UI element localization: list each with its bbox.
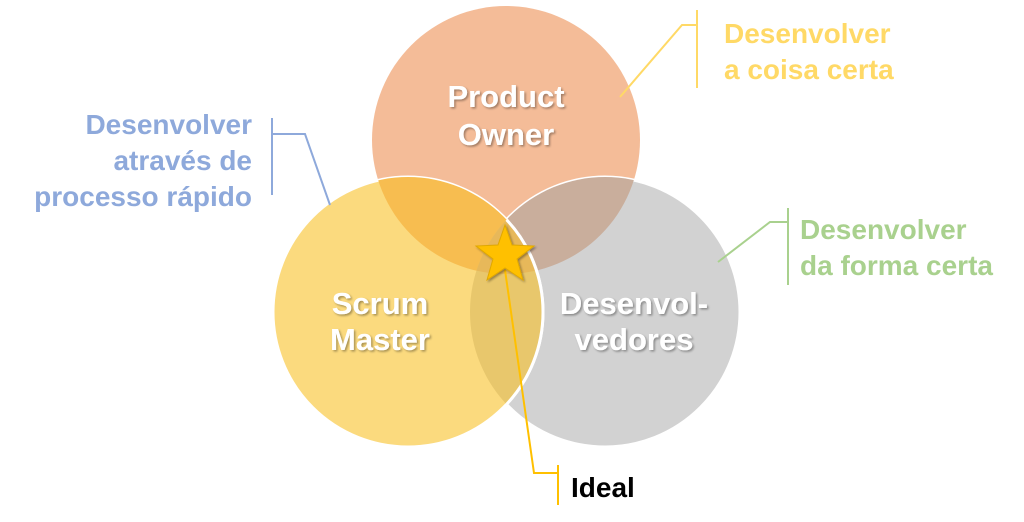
- sm-callout-bracket: [271, 118, 331, 206]
- ideal-callout: Ideal: [571, 472, 635, 503]
- sm-callout-line: Desenvolver: [85, 109, 252, 140]
- po-dev-overlap: [470, 177, 640, 274]
- sm-callout-line: processo rápido: [34, 181, 252, 212]
- dev-callout-line: Desenvolver: [800, 214, 967, 245]
- scrum-master-label-1: Scrum: [332, 286, 428, 321]
- sm-callout: Desenvolver através de processo rápido: [34, 107, 252, 215]
- product-owner-label-1: Product: [447, 79, 564, 114]
- ideal-star-icon: [474, 223, 536, 282]
- developers-label-1: Desenvol-: [560, 286, 708, 321]
- sm-callout-line: através de: [113, 145, 252, 176]
- developers-label-2: vedores: [575, 322, 694, 357]
- po-sm-overlap: [372, 177, 543, 274]
- dev-callout: Desenvolver da forma certa: [800, 212, 993, 284]
- dev-callout-bracket: [717, 208, 789, 285]
- po-callout-line: a coisa certa: [724, 54, 894, 85]
- scrum-master-label-2: Master: [330, 322, 430, 357]
- ideal-callout-bracket: [504, 269, 559, 505]
- po-callout-line: Desenvolver: [724, 18, 891, 49]
- po-callout: Desenvolver a coisa certa: [724, 16, 894, 88]
- product-owner-label-2: Owner: [458, 117, 554, 152]
- dev-callout-line: da forma certa: [800, 250, 993, 281]
- po-callout-bracket: [619, 10, 698, 98]
